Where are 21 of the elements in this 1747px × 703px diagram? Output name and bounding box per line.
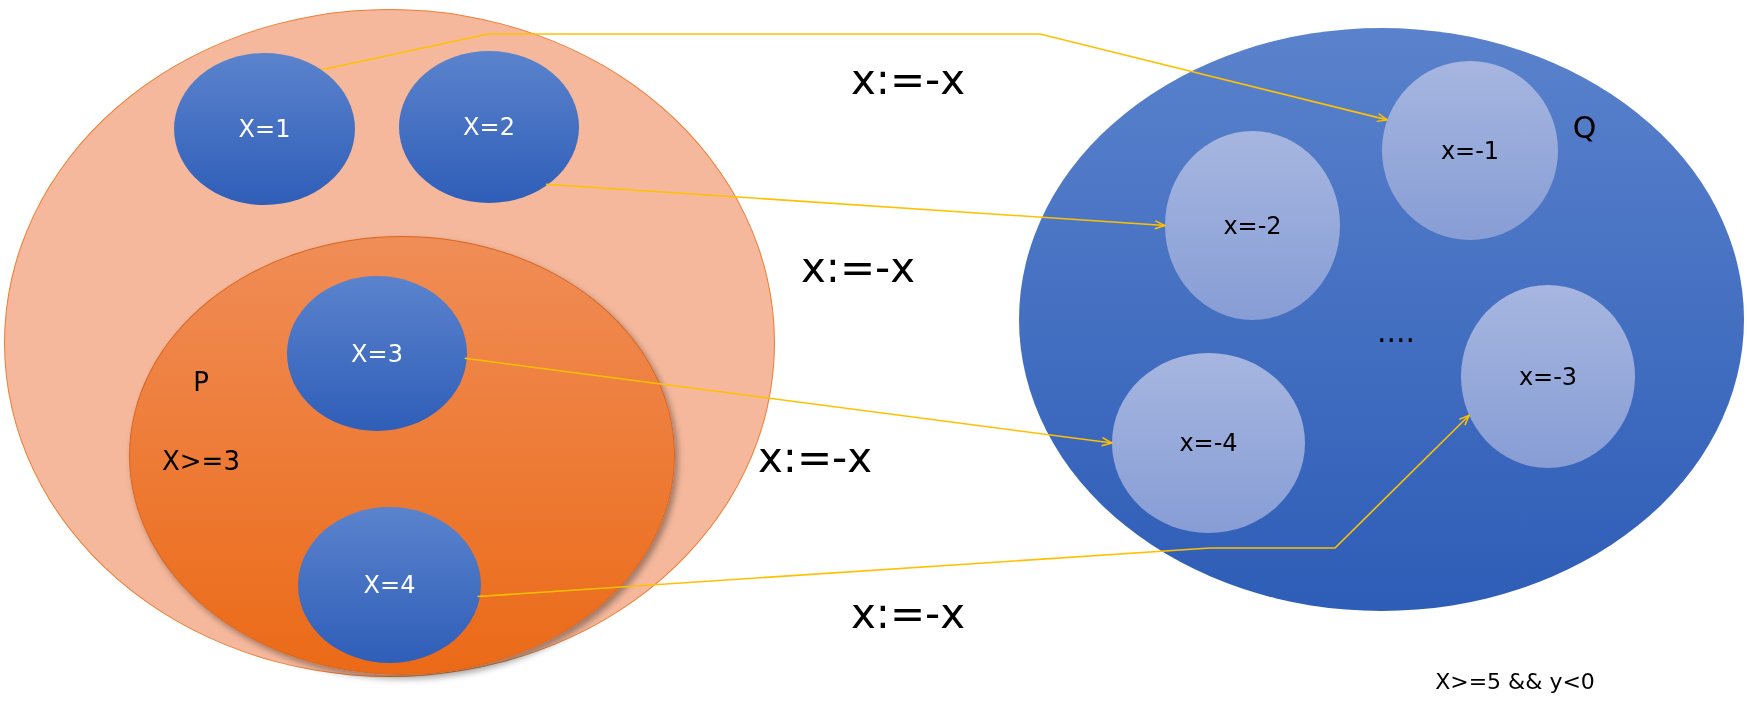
condition-label: X>=5 && y<0 — [1435, 669, 1595, 695]
node-label: X=1 — [238, 115, 291, 143]
arrow — [476, 414, 1470, 598]
assignment-label: x:=-x — [850, 56, 966, 104]
assignment-label: x:=-x — [757, 434, 873, 482]
node-label: x=-4 — [1179, 429, 1238, 457]
node-label: x=-1 — [1440, 137, 1500, 164]
node-label: .... — [1376, 314, 1416, 348]
assignment-label: x:=-x — [800, 244, 916, 292]
node-label: X=4 — [363, 571, 416, 599]
arrow — [545, 183, 1166, 230]
arrow — [463, 357, 1113, 447]
node-label: P — [193, 367, 209, 397]
node-label: X=3 — [351, 340, 403, 367]
node-label: x=-2 — [1223, 212, 1282, 239]
node-label: X=2 — [463, 113, 515, 141]
arrow — [320, 33, 1389, 123]
node-label: x=-3 — [1518, 363, 1578, 390]
node-label: X>=3 — [162, 446, 240, 476]
node-label: Q — [1572, 110, 1597, 144]
assignment-label: x:=-x — [850, 590, 966, 638]
